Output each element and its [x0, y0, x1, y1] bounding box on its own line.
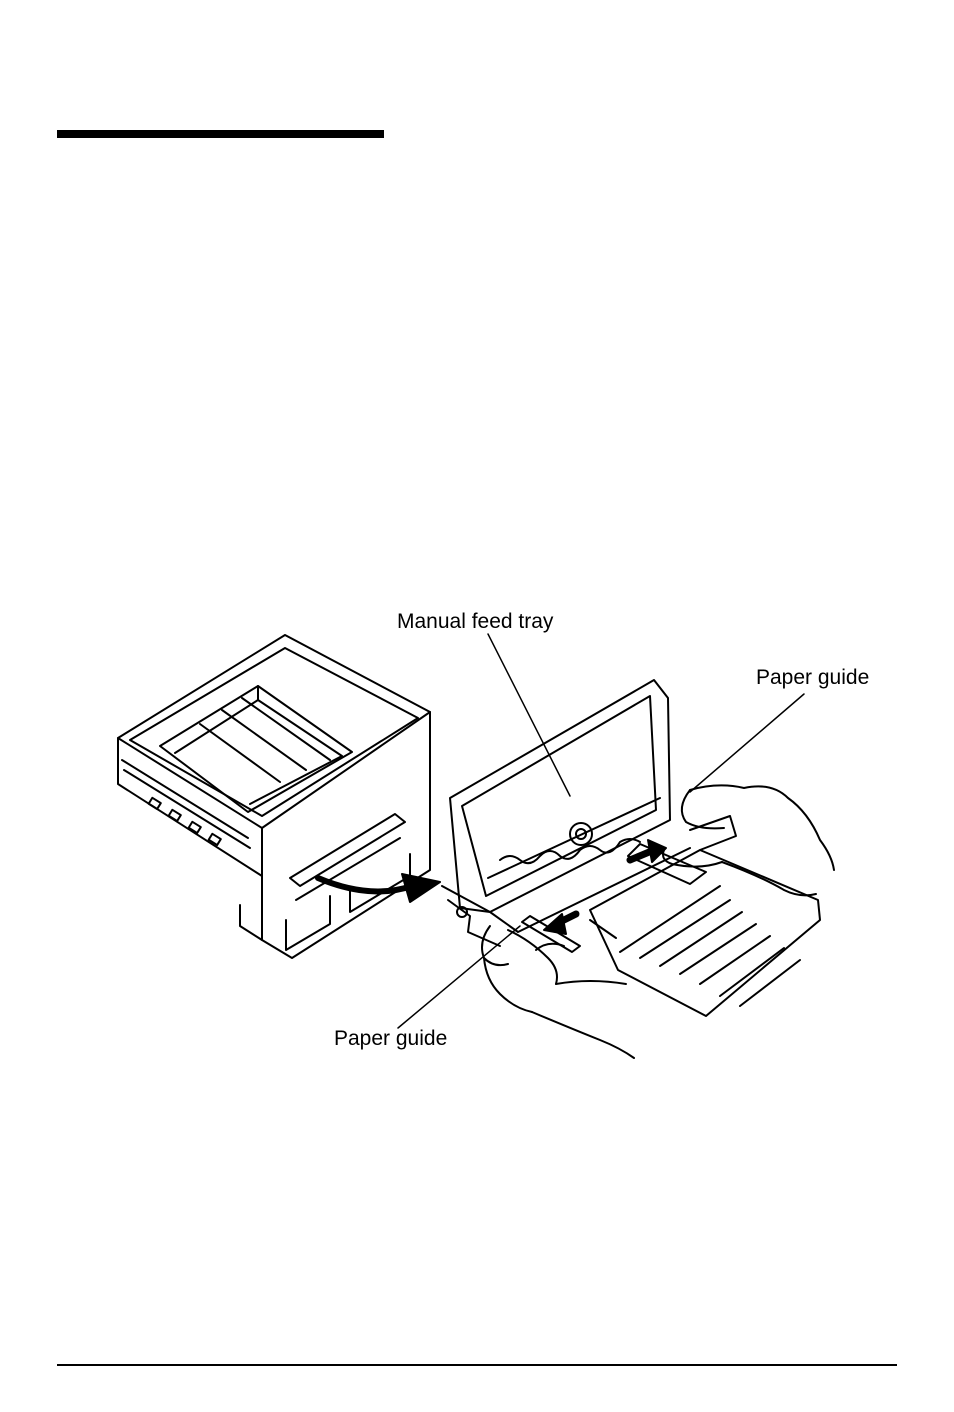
- header-rule: [57, 130, 384, 138]
- leader-manual-feed-tray: [488, 634, 570, 796]
- leader-paper-guide-left: [398, 926, 520, 1028]
- printer-body: [118, 635, 430, 958]
- footer-rule: [57, 1364, 897, 1366]
- manual-feed-tray-illustration: Manual feed tray Paper guide Paper guide: [0, 560, 954, 1100]
- printer-illustration: [0, 560, 954, 1100]
- leader-lines: [398, 634, 804, 1028]
- label-manual-feed-tray: Manual feed tray: [397, 610, 553, 634]
- label-paper-guide-left: Paper guide: [334, 1027, 447, 1051]
- insert-arrow: [318, 874, 440, 902]
- leader-paper-guide-right: [690, 694, 804, 792]
- label-paper-guide-right: Paper guide: [756, 666, 869, 690]
